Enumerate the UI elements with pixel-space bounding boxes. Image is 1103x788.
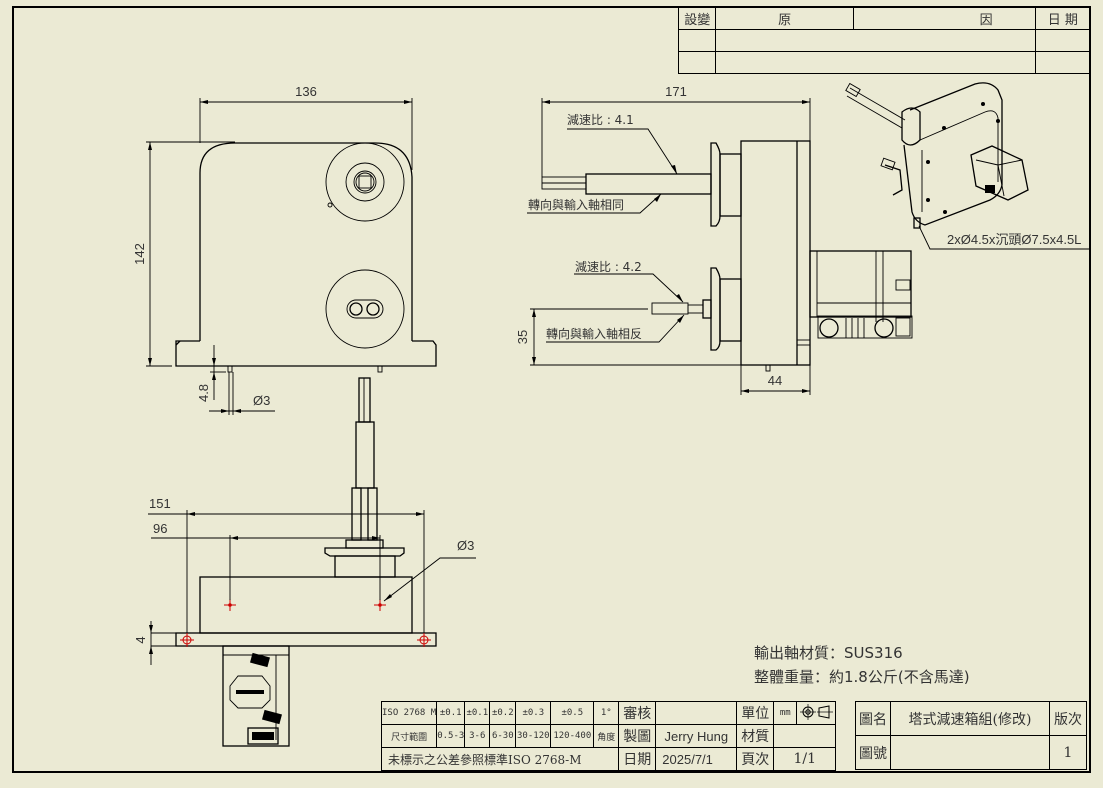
tolerance-row: ISO 2768 M ±0.1 ±0.1 ±0.2 ±0.3 ±0.5 1° 審… <box>380 701 837 725</box>
top-view: 151 96 Ø3 4 <box>133 377 476 747</box>
iso-standard-label: ISO 2768 M <box>380 701 438 725</box>
range-angle-label: 角度 <box>593 724 620 748</box>
tolerance-value: ±0.2 <box>489 701 517 725</box>
unit-value: mm <box>773 701 798 725</box>
range-value: 120-400 <box>550 724 595 748</box>
direction-reverse-note: 轉向與輸入軸相反 <box>546 326 642 341</box>
countersink-hole-note: 2xØ4.5x沉頭Ø7.5x4.5L <box>947 232 1081 247</box>
page-value: 1/1 <box>773 747 837 771</box>
ratio-4-2-note: 減速比 : 4.2 <box>575 259 642 274</box>
revision-cell[interactable] <box>715 29 1036 52</box>
date-label: 日期 <box>618 747 657 771</box>
footer-row: 未標示之公差參照標準ISO 2768-M 日期 2025/7/1 頁次 1/1 <box>380 747 837 771</box>
dim-96: 96 <box>153 521 167 536</box>
revision-col-change: 設變 <box>677 7 717 30</box>
tolerance-value: ±0.1 <box>464 701 491 725</box>
dim-142: 142 <box>132 243 147 265</box>
drawn-label: 製圖 <box>618 724 657 748</box>
revision-cell[interactable] <box>677 29 717 52</box>
material-label: 材質 <box>736 724 775 748</box>
front-view: 136 142 4.8 Ø3 <box>132 84 437 415</box>
revision-row <box>677 51 1092 74</box>
material-value[interactable] <box>773 724 837 748</box>
tolerance-value: ±0.5 <box>550 701 595 725</box>
dim-136: 136 <box>295 84 317 99</box>
revision-header-row: 設變 原 因 日 期 <box>677 7 1092 30</box>
dim-171: 171 <box>665 84 687 99</box>
tolerance-value: ±0.3 <box>515 701 552 725</box>
range-value: 0.5-3 <box>436 724 466 748</box>
dim-4: 4 <box>133 636 148 643</box>
tolerance-footnote: 未標示之公差參照標準ISO 2768-M <box>380 747 620 771</box>
drawing-name-value[interactable]: 塔式減速箱組(修改) <box>890 701 1050 736</box>
review-value[interactable] <box>655 701 738 725</box>
range-value: 30-120 <box>515 724 552 748</box>
drawn-by-value[interactable]: Jerry Hung <box>655 724 738 748</box>
revision-cell[interactable] <box>677 51 717 74</box>
revision-col-date: 日 期 <box>1034 7 1092 30</box>
total-weight-note: 整體重量：約1.8公斤(不含馬達) <box>754 668 970 686</box>
version-label: 版次 <box>1049 701 1087 736</box>
revision-cell[interactable] <box>1034 29 1092 52</box>
drawing-name-label: 圖名 <box>855 701 891 736</box>
range-value: 6-30 <box>489 724 517 748</box>
projection-symbol-cell <box>796 701 837 725</box>
revision-cell[interactable] <box>715 51 1036 74</box>
dim-pin-diameter: Ø3 <box>253 393 270 408</box>
third-angle-projection-icon <box>800 703 834 720</box>
tolerance-angle: 1° <box>593 701 620 725</box>
ratio-4-1-note: 減速比 : 4.1 <box>567 112 634 127</box>
revision-col-reason-b: 因 <box>852 7 1036 30</box>
review-label: 審核 <box>618 701 657 725</box>
range-label: 尺寸範圍 <box>380 724 438 748</box>
revision-col-reason-a: 原 <box>715 7 854 30</box>
unit-label: 單位 <box>736 701 775 725</box>
output-shaft-material-note: 輸出軸材質：SUS316 <box>754 644 903 662</box>
revision-cell[interactable] <box>1034 51 1092 74</box>
tolerance-value: ±0.1 <box>436 701 466 725</box>
drawing-border <box>12 6 1091 773</box>
title-row: 圖名 塔式減速箱組(修改) 版次 <box>855 701 1087 736</box>
title-block: 圖名 塔式減速箱組(修改) 版次 圖號 1 <box>855 701 1087 770</box>
dim-151: 151 <box>149 496 171 511</box>
direction-same-note: 轉向與輸入軸相同 <box>528 197 624 212</box>
tolerance-approval-table: ISO 2768 M ±0.1 ±0.1 ±0.2 ±0.3 ±0.5 1° 審… <box>380 701 837 771</box>
number-row: 圖號 1 <box>855 735 1087 770</box>
mounting-hole-markers <box>180 599 431 647</box>
version-value: 1 <box>1049 735 1087 770</box>
isometric-view: 2xØ4.5x沉頭Ø7.5x4.5L <box>845 82 1090 250</box>
range-value: 3-6 <box>464 724 491 748</box>
side-view: 171 減速比 : 4.1 轉向與輸入軸相同 減速比 : 4.2 轉向與輸入軸相… <box>515 84 913 395</box>
page-label: 頁次 <box>736 747 775 771</box>
dim-35: 35 <box>515 330 530 344</box>
date-value[interactable]: 2025/7/1 <box>655 747 738 771</box>
drawing-number-value[interactable] <box>890 735 1050 770</box>
dim-hole-diameter: Ø3 <box>457 538 474 553</box>
revision-row <box>677 29 1092 52</box>
range-row: 尺寸範圍 0.5-3 3-6 6-30 30-120 120-400 角度 製圖… <box>380 724 837 748</box>
revision-table: 設變 原 因 日 期 <box>677 7 1092 74</box>
dim-4-8: 4.8 <box>196 384 211 402</box>
dim-44: 44 <box>768 373 782 388</box>
drawing-number-label: 圖號 <box>855 735 891 770</box>
